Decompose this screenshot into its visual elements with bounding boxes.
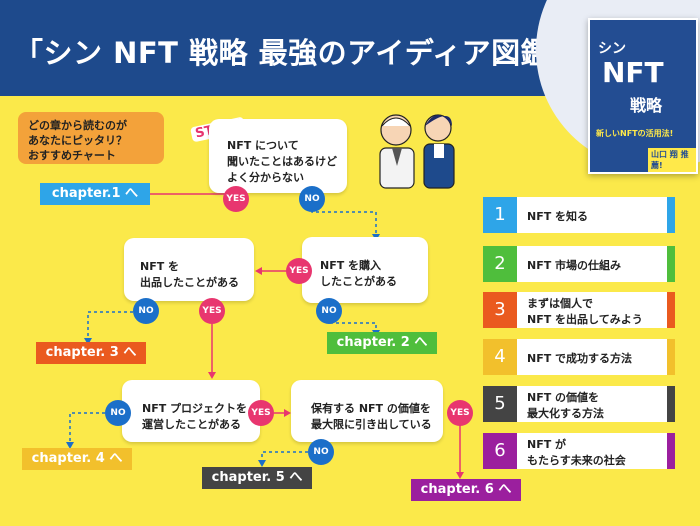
book-author-badge: 山口 翔 推薦! (648, 148, 696, 172)
q5-line1: 保有する NFT の価値を (311, 402, 431, 415)
q1-yes-badge: YES (223, 186, 249, 212)
book-tagline: 新しいNFTの活用法! (596, 129, 674, 138)
chapter-2-title: NFT 市場の仕組み (527, 259, 622, 272)
chapter-2-edge (667, 246, 675, 282)
connector-q4-no (69, 412, 105, 444)
q4-yes-badge: YES (248, 400, 274, 426)
result-chapter-5: chapter. 5 へ (202, 467, 312, 489)
question-q3: NFT を 出品したことがある (124, 238, 254, 301)
connector-q3-no (87, 311, 133, 340)
question-q5: 保有する NFT の価値を 最大限に引き出している (291, 380, 443, 442)
arrowhead-c4 (66, 442, 74, 449)
q4-line1: NFT プロジェクトを (142, 402, 248, 415)
chapter-6-number: 6 (483, 433, 517, 469)
chapter-item-1: 1 NFT を知る (483, 197, 675, 233)
arrowhead-q5 (284, 409, 291, 417)
arrowhead-q4 (208, 372, 216, 379)
chapter-item-5: 5 NFT の価値を 最大化する方法 (483, 386, 675, 422)
result-chapter-4: chapter. 4 へ (22, 448, 132, 470)
chapter-item-2: 2 NFT 市場の仕組み (483, 246, 675, 282)
book-title-line1: シン (598, 41, 626, 57)
q2-line1: NFT を購入 (320, 259, 382, 272)
chapter-6-edge (667, 433, 675, 469)
chapter-1-number: 1 (483, 197, 517, 233)
q2-yes-badge: YES (286, 258, 312, 284)
q3-no-badge: NO (133, 298, 159, 324)
chapter-5-title-line2: 最大化する方法 (527, 407, 604, 420)
arrowhead-c6 (456, 472, 464, 479)
book-cover: シン NFT 戦略 新しいNFTの活用法! 山口 翔 推薦! (588, 18, 698, 174)
chapter-3-number: 3 (483, 292, 517, 328)
intro-note: どの章から読むのが あなたにピッタリ？ おすすめチャート (18, 112, 164, 164)
chapter-4-edge (667, 339, 675, 375)
q1-line2: 聞いたことはあるけど (227, 155, 337, 168)
intro-note-line2: あなたにピッタリ？ (28, 134, 127, 147)
page-title: 「シン NFT 戦略 最強のアイディア図鑑」 (14, 36, 580, 70)
arrowhead-c3 (84, 338, 92, 345)
q4-no-badge: NO (105, 400, 131, 426)
question-q1: NFT について 聞いたことはあるけど よく分からない (209, 119, 347, 193)
question-q2: NFT を購入 したことがある (302, 237, 428, 303)
chapter-3-title-line1: まずは個人で (527, 297, 593, 310)
chapter-5-title-line1: NFT の価値を (527, 391, 600, 404)
q2-line2: したことがある (320, 275, 397, 288)
q5-no-badge: NO (308, 439, 334, 465)
result-chapter-2: chapter. 2 へ (327, 332, 437, 354)
arrowhead-c5 (258, 460, 266, 467)
chapter-6-title-line2: もたらす未来の社会 (527, 454, 626, 467)
q5-yes-badge: YES (447, 400, 473, 426)
result-chapter-1: chapter.1 へ (40, 183, 150, 205)
chapter-5-number: 5 (483, 386, 517, 422)
chapter-1-edge (667, 197, 675, 233)
chapter-6-title-line1: NFT が (527, 438, 567, 451)
question-q4: NFT プロジェクトを 運営したことがある (122, 380, 260, 442)
people-illustration-icon (379, 114, 455, 189)
chapter-5-edge (667, 386, 675, 422)
chapter-1-title: NFT を知る (527, 210, 589, 223)
chapter-item-3: 3 まずは個人で NFT を出品してみよう (483, 292, 675, 328)
connector-q1-no (311, 210, 377, 234)
book-title-line3: 戦略 (630, 96, 663, 115)
intro-note-line3: おすすめチャート (28, 149, 116, 162)
connector-q2-no (330, 322, 377, 332)
q1-no-badge: NO (299, 186, 325, 212)
chapter-4-number: 4 (483, 339, 517, 375)
arrowhead-q3 (255, 267, 262, 275)
q3-yes-badge: YES (199, 298, 225, 324)
chapter-3-title-line2: NFT を出品してみよう (527, 313, 643, 326)
connector-q5-no (261, 451, 308, 462)
q1-line3: よく分からない (227, 171, 304, 184)
chapter-item-4: 4 NFT で成功する方法 (483, 339, 675, 375)
chapter-2-number: 2 (483, 246, 517, 282)
q4-line2: 運営したことがある (142, 418, 241, 431)
q2-no-badge: NO (316, 298, 342, 324)
result-chapter-6: chapter. 6 へ (411, 479, 521, 501)
q5-line2: 最大限に引き出している (311, 418, 432, 431)
chapter-item-6: 6 NFT が もたらす未来の社会 (483, 433, 675, 469)
chapter-4-title: NFT で成功する方法 (527, 352, 633, 365)
intro-note-line1: どの章から読むのが (28, 119, 127, 132)
chapter-3-edge (667, 292, 675, 328)
result-chapter-3: chapter. 3 へ (36, 342, 146, 364)
book-title-line2: NFT (602, 56, 664, 89)
q1-line1: NFT について (227, 139, 299, 152)
q3-line1: NFT を (140, 260, 180, 273)
q3-line2: 出品したことがある (140, 276, 239, 289)
